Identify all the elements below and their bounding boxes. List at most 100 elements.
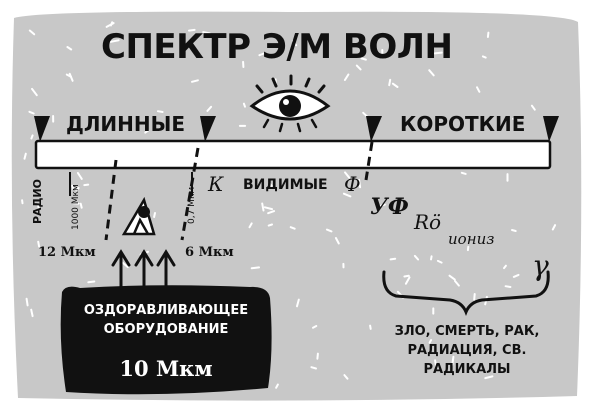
speckle <box>79 202 83 209</box>
speckle <box>250 266 260 270</box>
evil-note: ЗЛО, СМЕРТЬ, РАК, РАДИАЦИЯ, СВ. РАДИКАЛЫ <box>394 324 540 377</box>
speckle <box>202 31 211 35</box>
marker-mid-left <box>200 116 216 142</box>
speckle <box>263 206 273 211</box>
speckle <box>404 276 411 285</box>
speckle <box>153 212 156 218</box>
speckle <box>454 280 460 287</box>
speckle <box>66 46 73 51</box>
speckle <box>436 259 443 264</box>
speckle <box>267 210 276 215</box>
thousand-mkm-label: 1000 Мкм <box>71 184 81 230</box>
marker-left <box>34 116 50 142</box>
speckle <box>316 352 319 360</box>
speckle <box>511 229 517 232</box>
speckle <box>342 192 352 198</box>
speckle <box>460 171 467 175</box>
speckle <box>512 273 520 278</box>
speckle <box>83 183 90 187</box>
point7-mkm-label: 0,7 Мкм <box>187 186 197 224</box>
speckle <box>36 202 40 211</box>
speckle <box>312 325 318 329</box>
speckle <box>481 55 487 59</box>
speckle <box>242 102 246 108</box>
marker-right <box>543 116 559 142</box>
speckle <box>343 374 349 380</box>
speckle <box>121 261 129 269</box>
gamma-label: γ <box>532 249 549 282</box>
speckle <box>551 224 557 231</box>
speckle <box>377 203 386 208</box>
speckle <box>28 110 35 115</box>
speckle <box>369 324 372 330</box>
speckle <box>65 73 72 78</box>
speckle <box>296 298 300 308</box>
ionizing-label: иониз <box>448 230 495 248</box>
speckle <box>344 171 351 179</box>
speckle <box>30 134 34 140</box>
speckle <box>23 152 27 160</box>
speckle <box>434 359 438 369</box>
long-waves-label: ДЛИННЫЕ <box>66 112 186 136</box>
speckle <box>310 366 317 370</box>
speckle <box>428 339 433 344</box>
speckle <box>25 297 29 307</box>
speckle <box>430 255 433 261</box>
short-waves-label: КОРОТКИЕ <box>400 112 526 136</box>
speckle <box>428 69 435 77</box>
speckle <box>504 285 512 288</box>
curly-bracket <box>382 270 550 317</box>
speckle <box>503 264 507 270</box>
speckle <box>275 383 279 389</box>
speckle <box>476 86 481 93</box>
speckle <box>268 181 273 187</box>
speckle <box>473 293 476 301</box>
speckle <box>403 274 410 278</box>
speckle <box>71 184 75 190</box>
equipment-box-value: 10 Мкм <box>119 356 213 381</box>
speckle <box>433 51 443 55</box>
speckle <box>76 172 83 180</box>
speckle <box>360 57 367 61</box>
speckle <box>530 104 536 111</box>
range-right-label: 6 Мкм <box>185 245 234 260</box>
speckle <box>258 52 265 57</box>
speckle <box>389 257 397 261</box>
speckle <box>206 105 213 112</box>
speckle <box>451 355 455 366</box>
speckle <box>334 237 340 245</box>
infrared-k-label: К <box>208 172 224 196</box>
range-left-label: 12 Мкм <box>38 245 96 260</box>
speckle <box>413 254 420 261</box>
speckle <box>188 28 196 32</box>
speckle <box>291 40 298 47</box>
visible-label: ВИДИМЫЕ <box>243 177 328 193</box>
speckle <box>105 22 115 28</box>
eye-icon <box>249 74 331 133</box>
speckle <box>109 39 120 43</box>
uv-label: УФ <box>370 194 409 220</box>
warning-triangle-icon <box>121 196 156 236</box>
speckle <box>343 73 350 81</box>
speckle <box>325 228 333 233</box>
speckle <box>486 31 490 38</box>
speckle <box>484 375 494 380</box>
marker-mid-right <box>366 116 382 142</box>
speckle <box>388 78 392 87</box>
speckle <box>358 178 362 189</box>
arrows-up <box>111 249 176 292</box>
dashed-lines <box>104 141 374 241</box>
radio-label: РАДИО <box>31 179 44 224</box>
speckle <box>28 29 36 36</box>
speckle <box>261 202 265 212</box>
spectrum-bar <box>34 139 552 170</box>
speckle <box>289 226 296 230</box>
speckle <box>355 64 362 71</box>
equipment-box-text: ОЗДОРАВЛИВАЮЩЕЕ ОБОРУДОВАНИЕ <box>83 303 249 337</box>
speckle <box>71 202 80 205</box>
speckle <box>267 54 275 57</box>
speckle <box>448 274 456 281</box>
equipment-box <box>60 285 272 395</box>
